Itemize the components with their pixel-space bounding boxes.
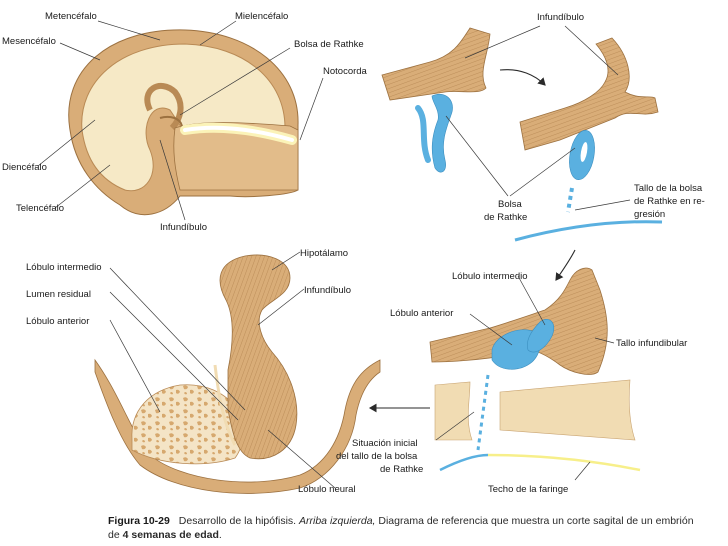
- transition-arrow-1: [499, 69, 546, 86]
- label-lobulo-intermedio-1: Lóbulo intermedio: [26, 262, 102, 273]
- figure-caption: Figura 10-29 Desarrollo de la hipófisis.…: [108, 514, 708, 542]
- label-techo-faringe: Techo de la faringe: [488, 484, 568, 495]
- embryo-sagittal-section: [68, 29, 299, 215]
- label-lobulo-neural: Lóbulo neural: [298, 484, 356, 495]
- label-infundibulo-2: Infundíbulo: [537, 12, 584, 23]
- label-mielencefalo: Mielencéfalo: [235, 11, 288, 22]
- caption-text-2: Diagrama de referencia que muestra un co…: [108, 515, 694, 541]
- stage-rathke-pouch-regressing: [514, 37, 663, 242]
- label-telencefalo: Telencéfalo: [16, 203, 64, 214]
- label-situacion-b: del tallo de la bolsa: [336, 451, 418, 462]
- label-lobulo-intermedio-2: Lóbulo intermedio: [452, 271, 528, 282]
- transition-arrow-2: [555, 249, 576, 281]
- text-labels: Metencéfalo Mielencéfalo Mesencéfalo Bol…: [2, 11, 705, 495]
- label-bolsa-2b: de Rathke: [484, 212, 527, 223]
- label-tallo-infundibular: Tallo infundibular: [616, 338, 687, 349]
- caption-text-1: Desarrollo de la hipófisis.: [178, 515, 297, 527]
- label-lumen-residual: Lumen residual: [26, 289, 91, 300]
- label-infundibulo-1: Infundíbulo: [160, 222, 207, 233]
- stage-anterior-intermediate-lobes: [429, 267, 641, 472]
- label-metencefalo: Metencéfalo: [45, 11, 97, 22]
- leader-lines: [37, 20, 631, 489]
- label-notocorda: Notocorda: [323, 66, 368, 77]
- label-situacion-c: de Rathke: [380, 464, 423, 475]
- label-tallo-bolsa-b: de Rathke en re-: [634, 196, 705, 207]
- label-lobulo-anterior-1: Lóbulo anterior: [26, 316, 89, 327]
- label-tallo-bolsa-c: gresión: [634, 209, 665, 220]
- label-tallo-bolsa-a: Tallo de la bolsa: [634, 183, 703, 194]
- label-diencefalo: Diencéfalo: [2, 162, 47, 173]
- label-bolsa-2a: Bolsa: [498, 199, 522, 210]
- figure-number: Figura 10-29: [108, 515, 170, 527]
- label-lobulo-anterior-2: Lóbulo anterior: [390, 308, 453, 319]
- label-mesencefalo: Mesencéfalo: [2, 36, 56, 47]
- stage-mature-hypophysis: [94, 254, 381, 494]
- label-situacion-a: Situación inicial: [352, 438, 417, 449]
- label-bolsa-rathke-1: Bolsa de Rathke: [294, 39, 364, 50]
- label-hipotalamo: Hipotálamo: [300, 248, 348, 259]
- stage-rathke-pouch-early: [381, 27, 491, 173]
- caption-text-3: .: [218, 529, 222, 541]
- caption-italic: Arriba izquierda,: [299, 515, 376, 527]
- label-infundibulo-3: Infundíbulo: [304, 285, 351, 296]
- caption-bold: 4 semanas de edad: [122, 529, 219, 541]
